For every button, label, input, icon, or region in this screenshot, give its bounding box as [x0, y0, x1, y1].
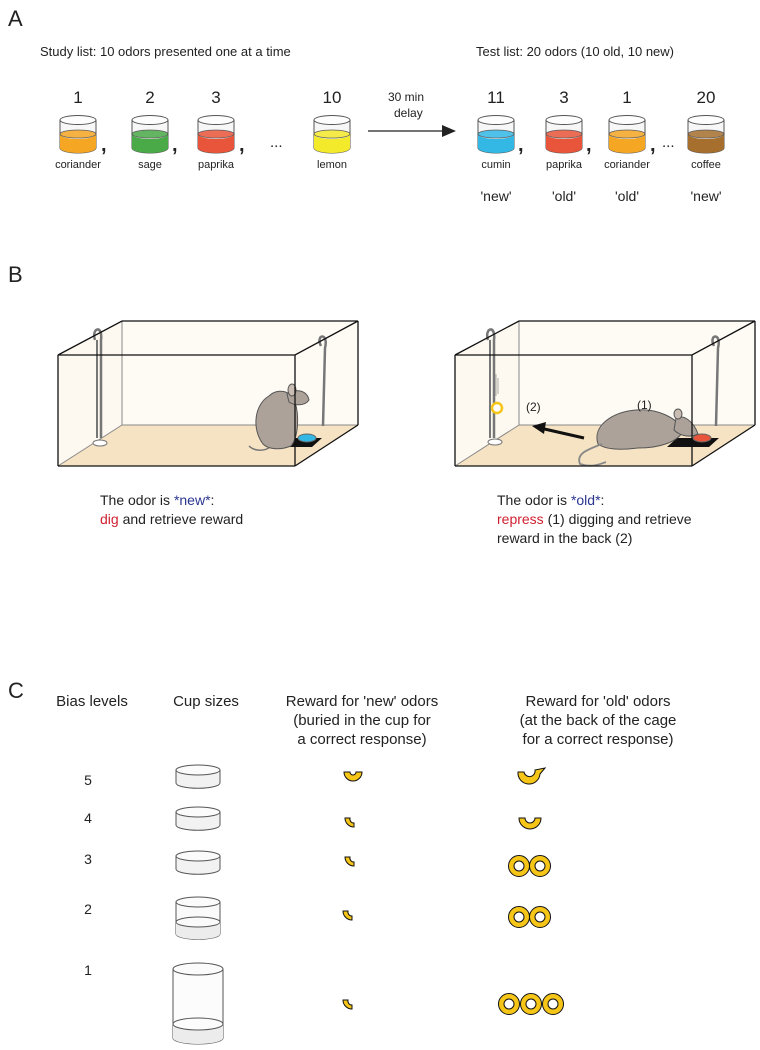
delay-label-line1: 30 min	[388, 90, 425, 104]
test-item-label: coffee	[691, 159, 721, 171]
study-item-label: coriander	[55, 159, 101, 171]
step-marker-2: (2)	[526, 400, 541, 414]
header-cup-sizes: Cup sizes	[173, 693, 239, 710]
test-list-title: Test list: 20 odors (10 old, 10 new)	[476, 44, 674, 59]
caption-old-odor: The odor is *old*: repress (1) digging a…	[497, 492, 692, 546]
test-ellipsis: ...	[662, 134, 675, 151]
step-marker-1: (1)	[637, 398, 652, 412]
list-comma: ,	[172, 134, 178, 156]
reward-old-level-2	[508, 906, 551, 928]
panel-label-c: C	[8, 678, 24, 703]
study-beaker-1	[59, 115, 97, 154]
study-beaker-3	[197, 115, 235, 154]
keyword-old: *old*	[570, 492, 601, 508]
bias-level-4: 4	[84, 810, 92, 826]
study-item-label: lemon	[317, 159, 347, 171]
cup-level-2	[175, 896, 221, 940]
list-comma: ,	[586, 134, 592, 156]
study-item-number: 10	[322, 88, 342, 107]
reward-old-level-4	[518, 817, 542, 830]
cup-level-1	[172, 962, 224, 1045]
test-response-label: 'new'	[480, 188, 512, 204]
test-item-label: cumin	[481, 159, 511, 171]
test-item-number: 1	[622, 88, 632, 107]
caption-new-odor: The odor is *new*: dig and retrieve rewa…	[100, 492, 244, 527]
cage-new-odor	[57, 320, 359, 467]
cage-old-odor	[454, 320, 756, 467]
bias-level-1: 1	[84, 962, 92, 978]
study-beaker-10	[313, 115, 351, 154]
reward-new-level-1	[342, 999, 353, 1010]
list-comma: ,	[518, 134, 524, 156]
list-comma: ,	[650, 134, 656, 156]
study-item-number: 2	[145, 88, 155, 107]
cup-level-4	[175, 806, 221, 831]
header-bias-levels: Bias levels	[56, 693, 128, 710]
test-item-label: paprika	[545, 159, 583, 171]
study-item-label: paprika	[197, 159, 235, 171]
reward-old-level-5	[517, 767, 547, 785]
bias-level-5: 5	[84, 772, 92, 788]
header-reward-new: Reward for 'new' odors (buried in the cu…	[285, 693, 439, 748]
test-item-number: 3	[559, 88, 569, 107]
reward-new-level-4	[344, 817, 355, 828]
keyword-new: *new*	[173, 492, 211, 508]
cup-level-3	[175, 850, 221, 875]
panel-label-a: A	[8, 6, 23, 31]
test-response-label: 'old'	[551, 188, 577, 204]
reward-old-level-1	[498, 993, 564, 1015]
list-comma: ,	[239, 134, 245, 156]
test-beaker-20	[687, 115, 725, 154]
list-comma: ,	[101, 134, 107, 156]
cup-level-5	[175, 764, 221, 789]
header-reward-old: Reward for 'old' odors (at the back of t…	[519, 693, 677, 748]
reward-new-level-3	[344, 856, 355, 867]
test-beaker-3	[545, 115, 583, 154]
reward-new-level-2	[342, 910, 353, 921]
study-ellipsis: ...	[270, 134, 283, 151]
bias-level-3: 3	[84, 851, 92, 867]
test-beaker-1	[608, 115, 646, 154]
test-response-label: 'new'	[690, 188, 722, 204]
test-item-number: 20	[696, 88, 716, 107]
bias-level-2: 2	[84, 901, 92, 917]
study-list-title: Study list: 10 odors presented one at a …	[40, 44, 291, 59]
delay-label-line2: delay	[394, 106, 423, 120]
delay-arrow	[368, 125, 456, 137]
panel-label-b: B	[8, 262, 23, 287]
action-repress: repress	[497, 511, 544, 527]
study-item-label: sage	[138, 159, 162, 171]
study-item-number: 3	[211, 88, 221, 107]
test-item-number: 11	[487, 88, 505, 107]
test-beaker-11	[477, 115, 515, 154]
test-response-label: 'old'	[614, 188, 640, 204]
test-item-label: coriander	[604, 159, 650, 171]
study-beaker-2	[131, 115, 169, 154]
study-item-number: 1	[73, 88, 83, 107]
reward-old-level-3	[508, 855, 551, 877]
reward-new-level-5	[343, 771, 363, 782]
action-dig: dig	[100, 511, 119, 527]
